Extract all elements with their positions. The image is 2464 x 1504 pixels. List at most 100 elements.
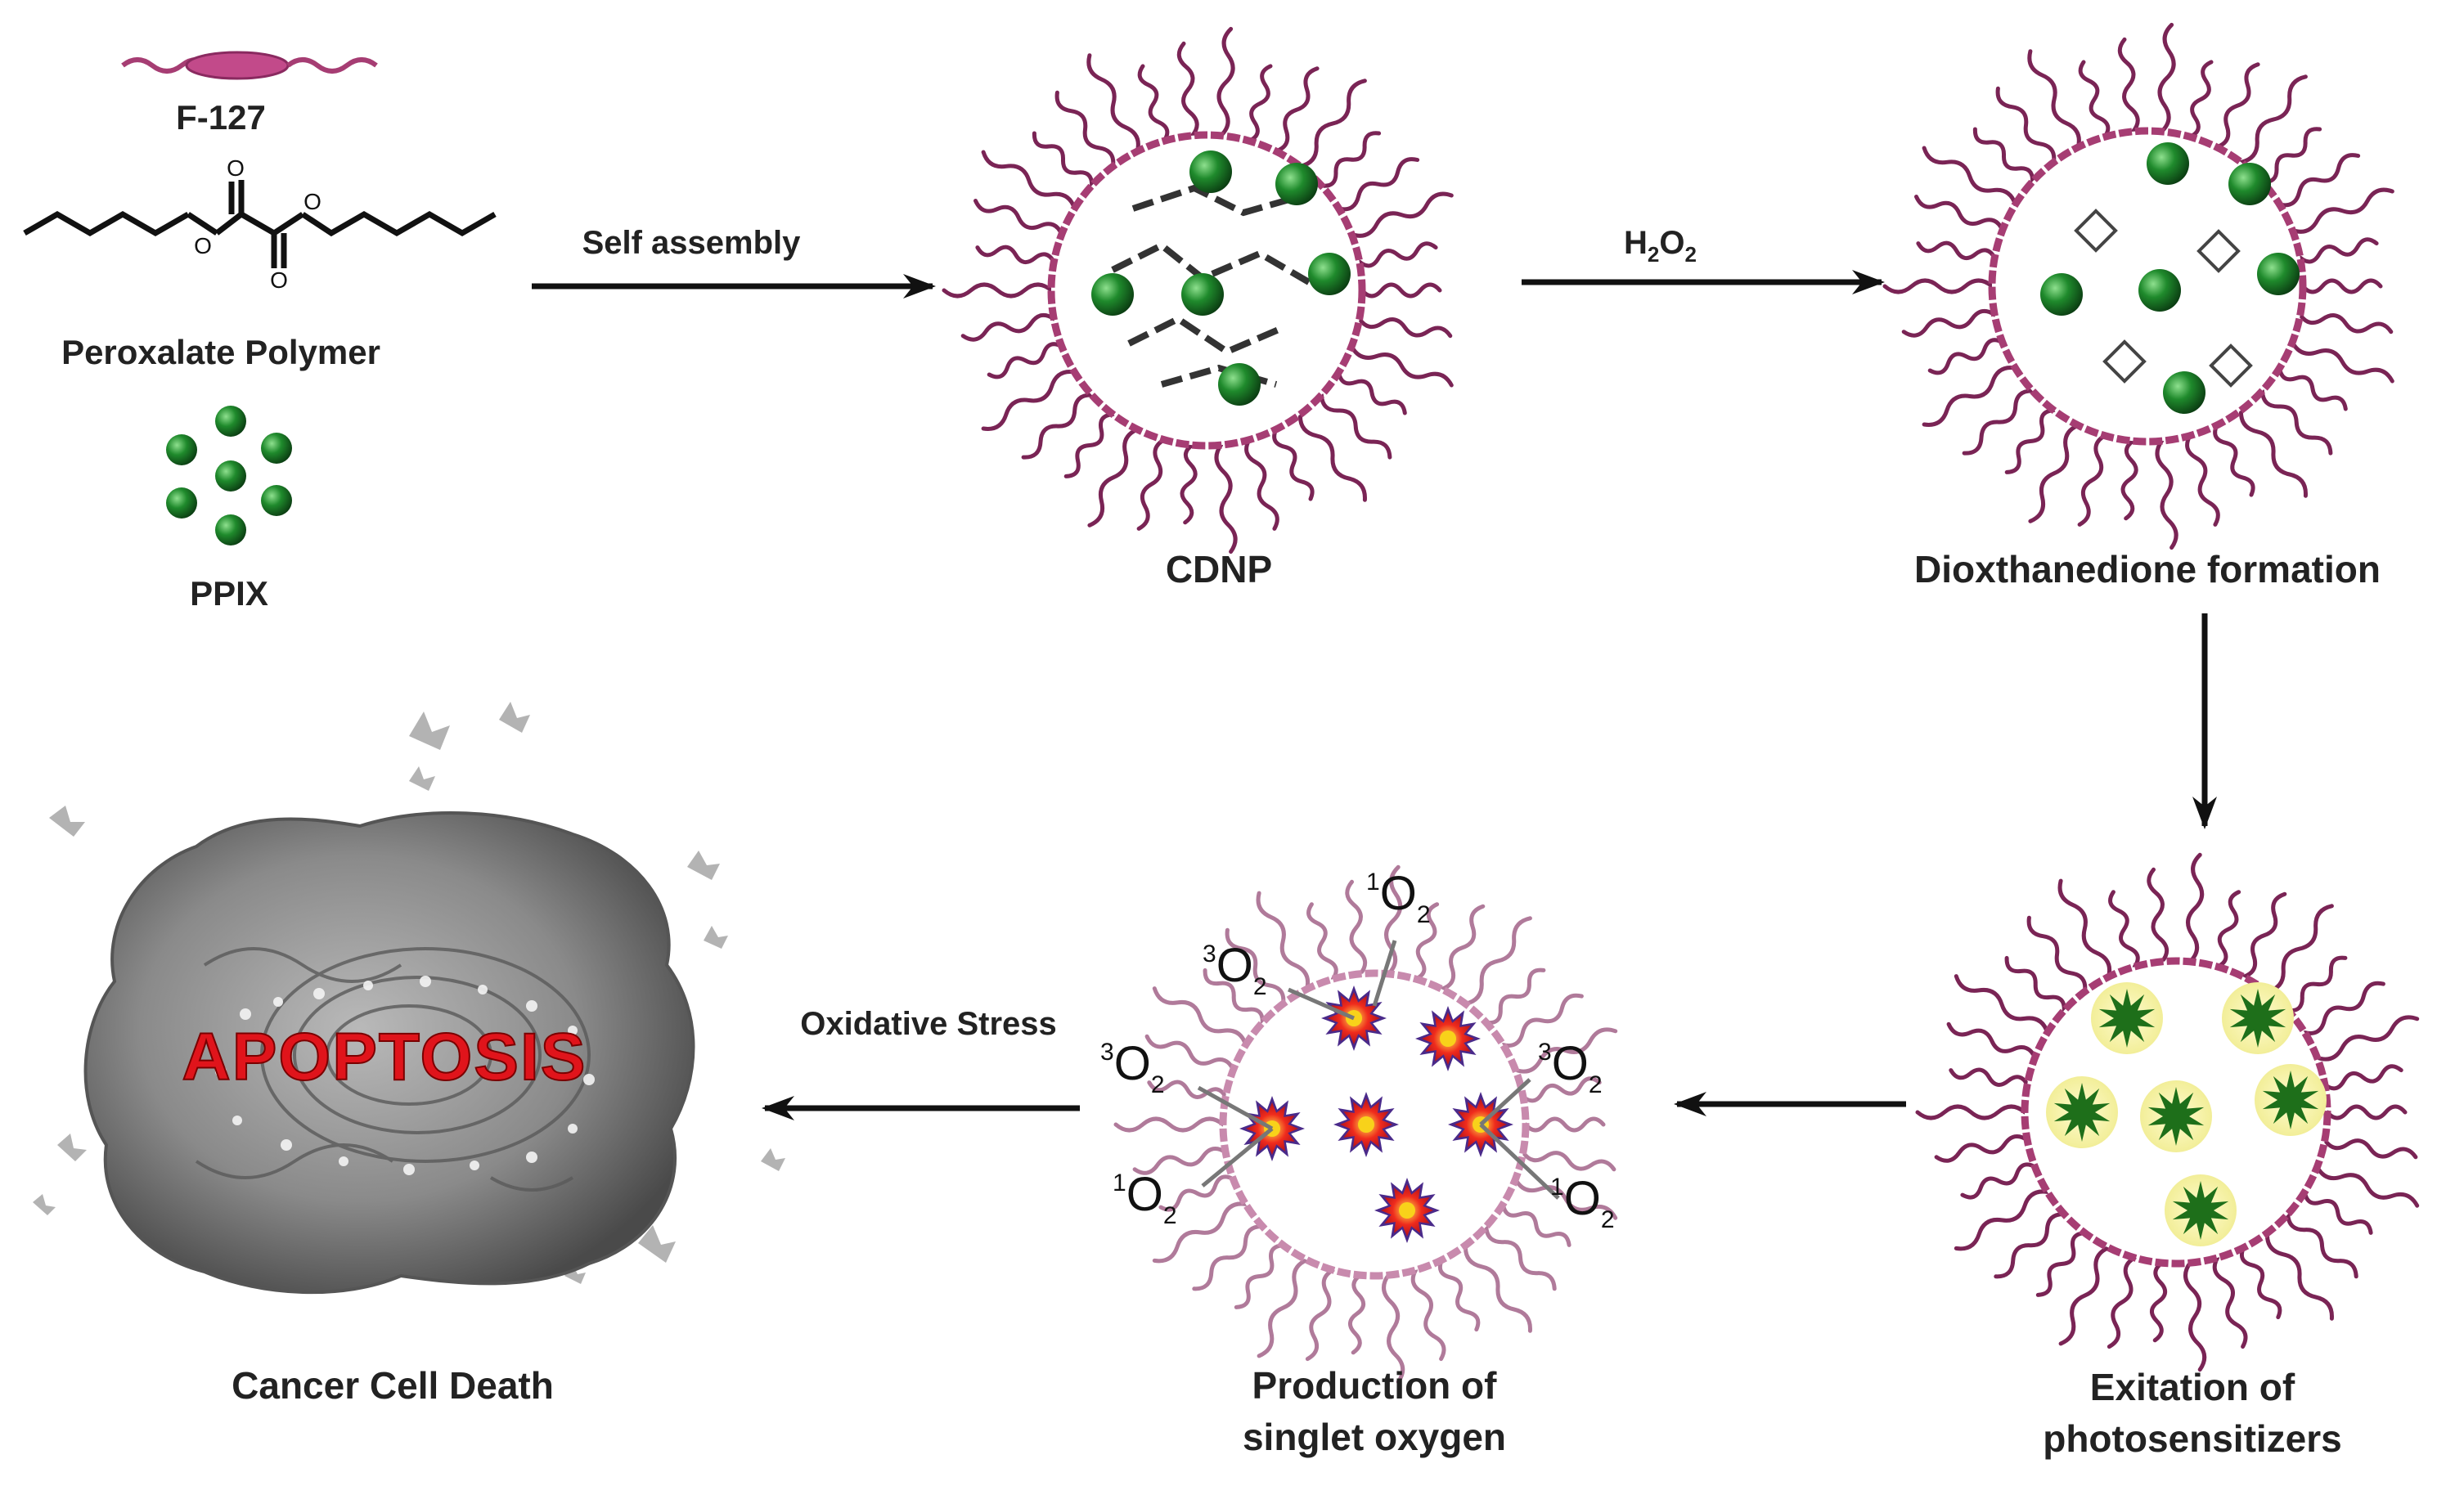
polymer-tail — [2277, 366, 2348, 411]
polymer-tail — [1949, 1067, 2030, 1087]
polymer-tail — [2028, 423, 2080, 523]
polymer-tail — [1410, 1268, 1446, 1362]
oxidative-stress-label: Oxidative Stress — [800, 1006, 1057, 1042]
polymer-tail — [2212, 1255, 2248, 1349]
polymer-tail — [1319, 131, 1382, 188]
peroxalate-o1: O — [227, 155, 245, 181]
exitation-label-2: photosensitizers — [2043, 1417, 2342, 1460]
polymer-tail — [2183, 1260, 2207, 1372]
oxygen-label: 1O2 — [1366, 867, 1431, 928]
polymer-tail — [1256, 891, 1311, 991]
oxygen-label: 3O2 — [1100, 1037, 1165, 1098]
polymer-tail — [1995, 86, 2057, 164]
polymer-tail — [1152, 1201, 1248, 1264]
photosensitizer-star — [2147, 1087, 2205, 1146]
polymer-tail — [2120, 438, 2138, 521]
polymer-tail — [1934, 1134, 2030, 1163]
oxygen-burst-core — [1358, 1116, 1374, 1133]
polymer-tail — [1247, 64, 1273, 143]
polymer-tail — [987, 342, 1064, 379]
polymer-tail — [2286, 955, 2348, 1013]
polymer-tail — [1225, 927, 1286, 1006]
polymer-tail — [2155, 438, 2178, 550]
polymer-tail — [2108, 890, 2140, 969]
cancer-cell-death-label: Cancer Cell Death — [232, 1364, 554, 1407]
polymer-tail — [1113, 1116, 1225, 1133]
polymer-tail — [1382, 1273, 1405, 1385]
polymer-tail — [1087, 427, 1140, 528]
oxygen-burst-core — [1440, 1030, 1456, 1047]
polymer-tail — [2300, 278, 2383, 294]
polymer-tail — [981, 370, 1077, 431]
production-label-1: Production of — [1252, 1364, 1498, 1407]
polymer-tail — [1337, 157, 1420, 212]
polymer-tail — [1345, 879, 1368, 976]
polymer-tail — [1513, 1027, 1618, 1074]
polymer-tail — [1500, 993, 1584, 1048]
polymer-tail — [1305, 1268, 1335, 1362]
polymer-tail — [1158, 1174, 1235, 1212]
polymer-tail — [1440, 904, 1486, 991]
polymer-tail — [1463, 1243, 1532, 1333]
polymer-tail — [1915, 1104, 2027, 1120]
polymer-tail — [1147, 1080, 1228, 1099]
polymer-tail — [1357, 241, 1438, 268]
polymer-tail — [1349, 344, 1454, 388]
dioxthanedione-label: Dioxthanedione formation — [1914, 548, 2381, 590]
polymer-tail — [1357, 317, 1453, 339]
polymer-tail — [2186, 852, 2205, 964]
polymer-tail — [2215, 890, 2241, 969]
polymer-tail — [975, 245, 1056, 265]
polymer-tail — [1914, 195, 2005, 232]
polymer-tail — [1137, 64, 1170, 143]
polymer-tail — [2298, 312, 2394, 334]
polymer-tail — [2149, 1260, 2168, 1343]
dioxthanedione-contents — [2040, 142, 2300, 414]
polymer-tail — [1901, 308, 1997, 338]
polymer-tail — [2238, 408, 2308, 498]
polymer-tail — [2322, 1064, 2403, 1091]
polymer-tail — [2265, 904, 2334, 994]
polymer-tail — [1946, 1021, 2037, 1060]
peroxalate-o4: O — [270, 267, 288, 293]
polymer-tail — [1180, 442, 1198, 525]
polymer-tail — [2058, 1246, 2111, 1346]
polymer-tail — [2264, 1231, 2334, 1321]
oxygen-label: 3O2 — [1538, 1037, 1603, 1098]
polymer-tail — [2315, 1165, 2420, 1208]
polymer-tail — [2187, 60, 2214, 139]
exitation-contents — [2029, 965, 2327, 1259]
polymer-tail — [1337, 370, 1407, 415]
cdnp-label: CDNP — [1166, 548, 1272, 590]
apoptosis-label: APOPTOSIS — [182, 1020, 587, 1094]
polymer-tail — [1216, 26, 1235, 138]
polymer-tail — [1298, 79, 1367, 168]
ppix-dots — [166, 406, 292, 545]
polymer-tail — [1203, 967, 1265, 1025]
polymer-tail — [2325, 1104, 2408, 1120]
peroxalate-structure — [23, 180, 497, 268]
polymer-tail — [1464, 916, 1532, 1006]
polymer-tail — [2078, 60, 2111, 139]
polymer-tail — [2004, 955, 2066, 1012]
polymer-tail — [2259, 127, 2322, 184]
polymer-tail — [2035, 1231, 2087, 1297]
polymer-tail — [2214, 62, 2260, 150]
polymer-tail — [1484, 967, 1546, 1026]
polymer-tail — [2290, 187, 2394, 234]
polymer-tail — [2290, 340, 2394, 384]
oxygen-label: 1O2 — [1550, 1172, 1615, 1233]
polymer-tail — [1152, 986, 1248, 1048]
production-contents — [1197, 940, 1560, 1243]
polymer-tail — [1500, 1201, 1571, 1247]
polymer-tail — [1144, 1034, 1235, 1072]
peroxalate-o2: O — [194, 233, 212, 258]
photosensitizer-star — [2262, 1071, 2319, 1129]
polymer-tail — [2259, 388, 2333, 456]
svg-text:H2O2: H2O2 — [1624, 225, 1697, 267]
polymer-tail — [2298, 237, 2379, 264]
polymer-tail — [2239, 74, 2308, 164]
polymer-tail — [1954, 1189, 2050, 1251]
oxygen-label: 1O2 — [1113, 1168, 1177, 1229]
polymer-tail — [1882, 278, 1994, 294]
